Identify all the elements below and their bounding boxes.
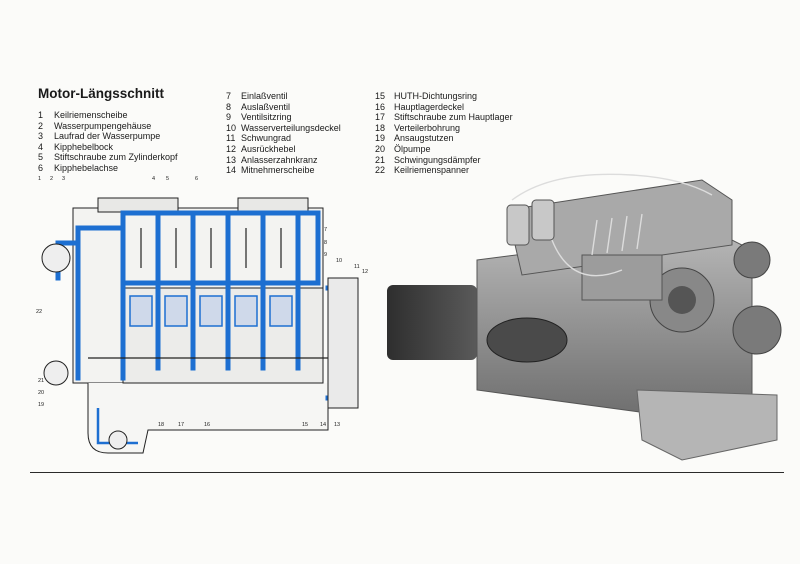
callout-label: 16 [204, 422, 210, 428]
callout-label: 9 [324, 252, 327, 258]
callout-label: 21 [38, 378, 44, 384]
callout-label: 17 [178, 422, 184, 428]
callout-label: 11 [354, 264, 360, 270]
callout-label: 20 [38, 390, 44, 396]
callout-label: 7 [324, 227, 327, 233]
callout-label: 13 [334, 422, 340, 428]
callout-label: 3 [62, 176, 65, 182]
callout-label: 18 [158, 422, 164, 428]
callout-label: 8 [324, 240, 327, 246]
callout-label: 2 [50, 176, 53, 182]
callout-label: 6 [195, 176, 198, 182]
callout-label: 10 [336, 258, 342, 264]
callout-label: 1 [38, 176, 41, 182]
callout-label: 22 [36, 309, 42, 315]
callout-label: 4 [152, 176, 155, 182]
callout-label: 5 [166, 176, 169, 182]
engine-cutaway-diagram: 1 2 3 4 5 6 7 8 9 10 11 12 13 14 15 16 1… [36, 176, 368, 454]
callout-label: 19 [38, 402, 44, 408]
callout-label: 15 [302, 422, 308, 428]
callout-label: 12 [362, 269, 368, 275]
callout-label: 14 [320, 422, 326, 428]
engine-photo [387, 173, 782, 461]
page-title: Motor-Längsschnitt [38, 86, 164, 101]
divider-rule [30, 472, 784, 473]
